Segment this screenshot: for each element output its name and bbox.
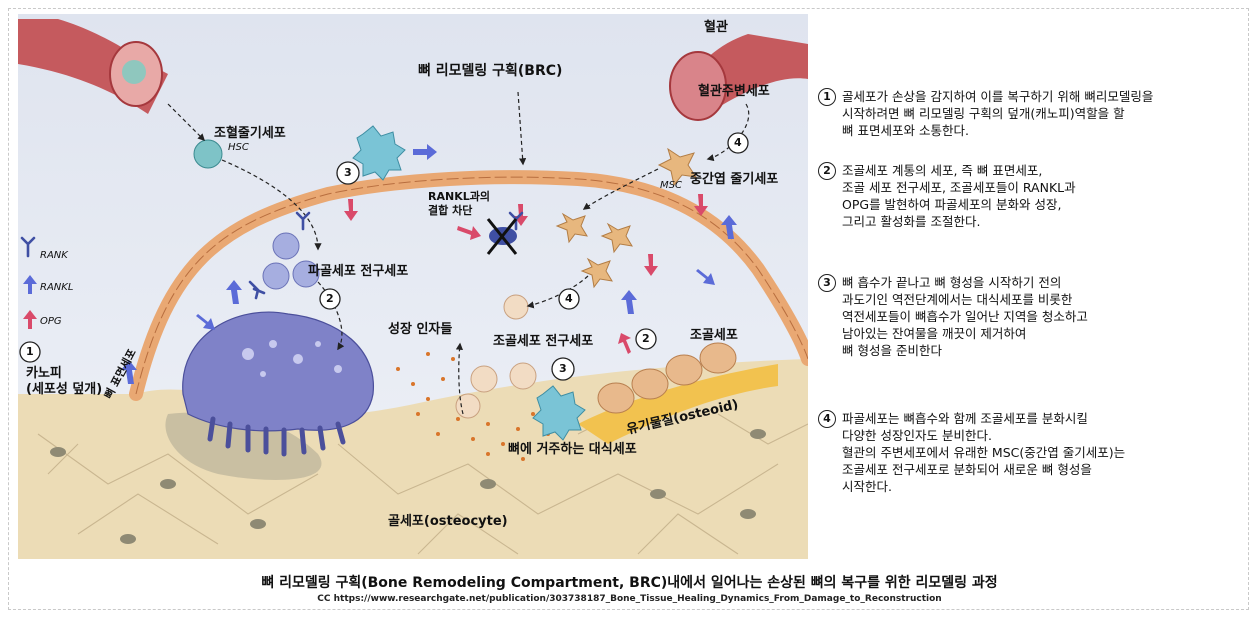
legend-rank-glyph (20, 236, 36, 258)
legend-opg-label: OPG (40, 316, 62, 327)
label-rankl-block: RANKL과의 결합 차단 (428, 190, 490, 217)
note-3-line-3: 역전세포들이 뼈흡수가 일어난 지역을 청소하고 (842, 309, 1088, 324)
label-growth-factors: 성장 인자들 (388, 322, 453, 337)
note-1-line-2: 시작하려면 뼈 리모델링 구획의 덮개(캐노피)역할을 할 (842, 106, 1125, 121)
osteoblast-cells (597, 342, 737, 414)
brc-diagram-svg (18, 14, 808, 559)
osteoclast-vesicles (242, 340, 342, 377)
note-3-line-5: 뼈 형성을 준비한다 (842, 343, 942, 358)
legend-opg-glyph (23, 310, 37, 329)
note-1-line-1: 골세포가 손상을 감지하여 이를 복구하기 위해 뼈리모델링을 (842, 89, 1154, 104)
hsc-cell (193, 139, 223, 169)
label-osteocyte: 골세포(osteocyte) (388, 514, 508, 529)
label-msc: 중간엽 줄기세포 (690, 172, 779, 187)
note-4-line-2: 다양한 성장인자도 분비한다. (842, 428, 992, 443)
rankl-blocked (486, 218, 518, 255)
msc-cells (555, 147, 698, 289)
canopy-cell-borders (135, 176, 808, 395)
rankl-arrows (121, 144, 737, 384)
label-macrophage: 뼈에 거주하는 대식세포 (508, 442, 637, 457)
label-osteoclast-precursor: 파골세포 전구세포 (308, 264, 409, 279)
legend-rankl-label: RANKL (40, 282, 74, 293)
label-osteoblast-precursor: 조골세포 전구세포 (493, 334, 594, 349)
vessel-left-hsc (122, 60, 146, 84)
osteoid-layer (578, 364, 778, 444)
brc-illustration: 1 3 2 4 4 2 3 혈관 뼈 리모델링 구획(BRC) 혈관주변세포 조… (18, 14, 808, 559)
osteocyte-cells (50, 429, 766, 544)
note-2-number: 2 (818, 162, 836, 180)
note-4: 4 파골세포는 뼈흡수와 함께 조골세포를 분화시킬 다양한 성장인자도 분비한… (818, 410, 1125, 495)
label-hsc: 조혈줄기세포 (214, 126, 286, 141)
note-3: 3 뼈 흡수가 끝나고 뼈 형성을 시작하기 전의 과도기인 역전단계에서는 대… (818, 274, 1088, 359)
legend-rank-label: RANK (40, 250, 68, 261)
note-4-line-4: 조골세포 전구세포로 분화되어 새로운 뼈 형성을 (842, 462, 1092, 477)
vessel-right-lumen (669, 51, 727, 121)
note-2-line-4: 그리고 활성화를 조절한다. (842, 214, 981, 229)
note-1-line-3: 뼈 표면세포와 소통한다. (842, 123, 969, 138)
label-pericyte: 혈관주변세포 (698, 84, 770, 99)
label-canopy: 카노피 (세포성 덮개) (26, 366, 103, 397)
step-marker-4-mid: 4 (565, 292, 573, 305)
step-marker-3-top: 3 (344, 166, 352, 179)
step-marker-3-bottom: 3 (559, 362, 567, 375)
note-4-number: 4 (818, 410, 836, 428)
note-1-number: 1 (818, 88, 836, 106)
figure-frame (8, 8, 1249, 610)
source-credit: CC https://www.researchgate.net/publicat… (317, 594, 942, 604)
note-3-line-2: 과도기인 역전단계에서는 대식세포를 비롯한 (842, 292, 1073, 307)
step-marker-circles (19, 132, 749, 381)
osteoclast-ruffled-border (207, 416, 346, 457)
note-2-line-3: OPG를 발현하여 파골세포의 분화와 성장, (842, 197, 1062, 212)
note-1: 1 골세포가 손상을 감지하여 이를 복구하기 위해 뼈리모델링을 시작하려면 … (818, 88, 1153, 139)
note-4-line-1: 파골세포는 뼈흡수와 함께 조골세포를 분화시킬 (842, 411, 1088, 426)
note-3-line-1: 뼈 흡수가 끝나고 뼈 형성을 시작하기 전의 (842, 275, 1062, 290)
note-2-line-2: 조골 세포 전구세포, 조골세포들이 RANKL과 (842, 180, 1076, 195)
osteoclast (182, 311, 374, 432)
label-brc: 뼈 리모델링 구획(BRC) (418, 63, 563, 79)
note-2-line-1: 조골세포 계통의 세포, 즉 뼈 표면세포, (842, 163, 1043, 178)
osteoclast-precursor-cells (262, 232, 320, 290)
note-3-line-4: 남아있는 잔여물을 깨끗이 제거하여 (842, 326, 1027, 341)
step-marker-2-right: 2 (642, 332, 650, 345)
label-hsc-tag: HSC (228, 142, 249, 153)
macrophage-top (352, 125, 406, 181)
note-4-line-3: 혈관의 주변세포에서 유래한 MSC(중간엽 줄기세포)는 (842, 445, 1126, 460)
step-marker-4-top: 4 (734, 136, 742, 149)
note-3-number: 3 (818, 274, 836, 292)
label-osteoblast: 조골세포 (690, 328, 738, 343)
macrophage-bottom (532, 385, 586, 441)
note-2: 2 조골세포 계통의 세포, 즉 뼈 표면세포, 조골 세포 전구세포, 조골세… (818, 162, 1076, 230)
legend-rankl-glyph (23, 275, 37, 294)
label-msc-tag: MSC (660, 180, 682, 191)
step-marker-2-left: 2 (326, 292, 334, 305)
label-vessel: 혈관 (704, 20, 728, 35)
figure-caption: 뼈 리모델링 구획(Bone Remodeling Compartment, B… (261, 575, 998, 591)
step-marker-1: 1 (26, 345, 34, 358)
note-4-line-5: 시작한다. (842, 479, 892, 494)
legend-glyphs (20, 236, 37, 329)
